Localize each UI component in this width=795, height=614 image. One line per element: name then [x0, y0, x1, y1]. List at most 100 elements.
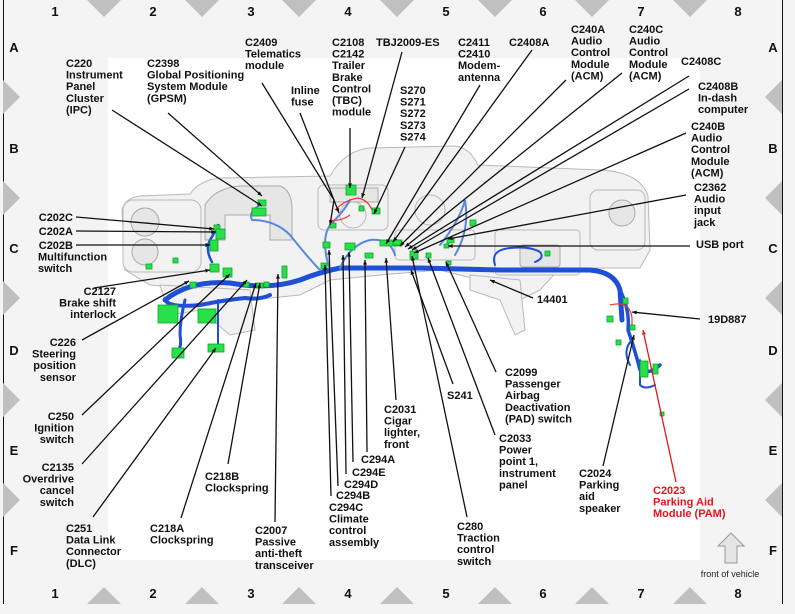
callout-line: instrument [499, 468, 556, 480]
connector [652, 363, 659, 375]
leader-line-c2362 [447, 194, 687, 240]
callout-line: Power [499, 445, 533, 457]
grid-marker-top [282, 0, 316, 17]
leader-arrow-c250 [225, 274, 230, 279]
pam-red-wire [609, 303, 633, 330]
callout-line: Panel [66, 81, 95, 93]
leader-arrow-c202c [209, 226, 214, 231]
callout-line: sensor [40, 372, 77, 384]
column-label-bottom: 1 [51, 586, 58, 601]
column-label-top: 4 [344, 4, 352, 19]
leader-line-c250 [81, 273, 231, 416]
connector [606, 315, 614, 323]
callout-line: Instrument [66, 70, 123, 82]
callout-line: S271 [400, 97, 426, 109]
column-label-top: 8 [734, 4, 741, 19]
leader-arrow-c294c [323, 265, 328, 270]
grid-marker-bottom [87, 587, 121, 604]
callout-line: C218A [150, 523, 184, 535]
row-label-right: C [768, 241, 778, 256]
callout-line: C2408C [681, 56, 721, 68]
leader-line-inline-fuse [299, 112, 340, 214]
callout-line: C202B [39, 240, 73, 252]
callout-line: fuse [291, 97, 314, 109]
grid-marker-bottom [673, 587, 707, 604]
callout-line: Clockspring [205, 483, 269, 495]
row-label-right: D [768, 343, 777, 358]
callout-line: Cigar [384, 416, 413, 428]
connector [322, 241, 331, 249]
column-label-bottom: 5 [442, 586, 449, 601]
connector [425, 252, 432, 259]
callout-line: C294C [329, 502, 363, 514]
connector [639, 360, 649, 378]
leader-line-c2398 [167, 112, 263, 197]
row-label-left: D [9, 343, 18, 358]
callout-line: Parking [579, 480, 619, 492]
connector [171, 347, 185, 359]
left-vent-lower [131, 238, 159, 266]
grid-marker-left [3, 281, 20, 315]
callout-c202a: C202A [39, 226, 73, 238]
leader-line-c218a [180, 282, 257, 519]
callout-line: position [33, 360, 76, 372]
grid-marker-right [765, 281, 782, 315]
leader-line-c226 [81, 280, 190, 341]
connector [392, 239, 402, 246]
callout-line: Control [691, 144, 730, 156]
callout-line: Cluster [66, 93, 105, 105]
main-harness-trunk [162, 265, 625, 323]
callout-line: C218B [205, 471, 239, 483]
grid-marker-left [3, 80, 20, 114]
leader-arrow-c2411 [386, 239, 391, 244]
callout-line: 19D887 [708, 314, 747, 326]
callout-line: Overdrive [23, 474, 74, 486]
leader-arrow-s270 [374, 209, 378, 214]
leader-line-c240b [413, 132, 687, 254]
callout-line: switch [40, 434, 75, 446]
grid-marker-right [765, 181, 782, 215]
leader-arrow-c19d887 [632, 310, 637, 315]
glovebox-branch [493, 246, 543, 266]
leader-arrow-c240b [414, 249, 419, 253]
column-label-bottom: 4 [344, 586, 352, 601]
callout-line: Airbag [505, 390, 540, 402]
callout-line: Deactivation [505, 402, 571, 414]
leader-line-c14401 [489, 279, 534, 299]
leader-line-c2033 [427, 257, 496, 436]
leader-lines [75, 49, 701, 523]
callout-line: transceiver [255, 560, 314, 572]
callout-line: (IPC) [66, 104, 92, 116]
row-label-left: B [9, 141, 18, 156]
connector [209, 263, 220, 273]
leader-arrow-c240a [400, 241, 405, 246]
callout-line: Brake shift [59, 298, 116, 310]
callout-line: Traction [457, 533, 500, 545]
connector [145, 263, 153, 270]
connector [345, 184, 357, 196]
connector [215, 228, 226, 240]
row-label-right: E [769, 443, 778, 458]
leader-arrow-c2099 [446, 262, 450, 267]
callout-line: cancel [40, 485, 74, 497]
grid-marker-bottom [185, 587, 219, 604]
leader-arrow-c2408a [393, 237, 398, 242]
leader-arrow-c2135 [242, 280, 247, 285]
connector [469, 219, 477, 227]
connector [197, 308, 217, 324]
callout-line: C2135 [42, 462, 74, 474]
